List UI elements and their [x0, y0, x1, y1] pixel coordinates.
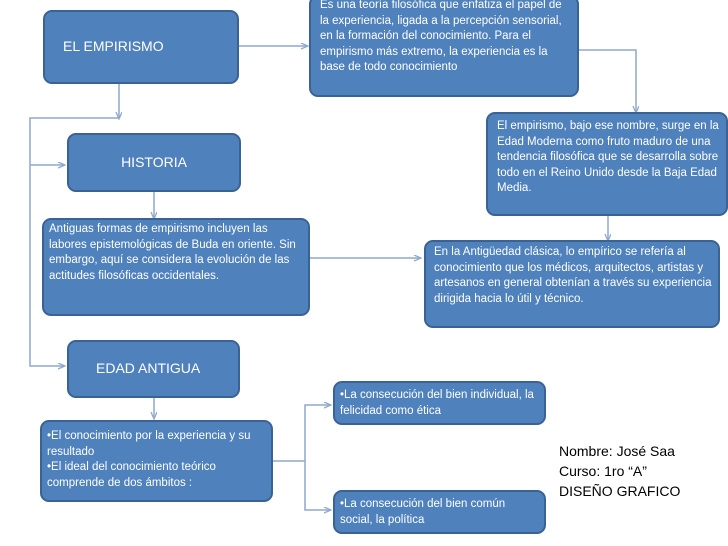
conocimiento-item-1: •El conocimiento por la experiencia y su…	[47, 430, 251, 458]
bien-individual-box: •La consecución del bien individual, la …	[333, 381, 546, 425]
connector-trunk	[29, 117, 119, 366]
signature-name: Nombre: José Saa	[559, 443, 675, 459]
connector-teoria-moderna	[578, 49, 636, 112]
antiguas-box: Antiguas formas de empirismo incluyen la…	[42, 218, 310, 316]
antiguas-text: Antiguas formas de empirismo incluyen la…	[49, 223, 296, 282]
signature-course: Curso: 1ro “A”	[559, 463, 647, 479]
teoria-box: Es una teoría filosófica que enfatiza el…	[309, 0, 579, 97]
edad-antigua-box: EDAD ANTIGUA	[67, 340, 240, 398]
moderna-text: El empirismo, bajo ese nombre, surge en …	[497, 120, 719, 194]
moderna-box: El empirismo, bajo ese nombre, surge en …	[486, 112, 728, 216]
clasica-box: En la Antigüedad clásica, lo empírico se…	[424, 240, 720, 328]
bien-comun-box: •La consecución del bien común social, l…	[333, 490, 546, 534]
conocimiento-item-2: •El ideal del conocimiento teórico compr…	[47, 461, 216, 489]
empirismo-box: EL EMPIRISMO	[43, 10, 239, 84]
signature-subject: DISEÑO GRAFICO	[559, 483, 681, 499]
historia-box: HISTORIA	[67, 133, 241, 192]
bien-individual-text: •La consecución del bien individual, la …	[340, 389, 534, 417]
bien-comun-text: •La consecución del bien común social, l…	[340, 498, 506, 526]
connector-branch-down	[304, 461, 330, 510]
clasica-text: En la Antigüedad clásica, lo empírico se…	[434, 246, 712, 305]
historia-title: HISTORIA	[121, 153, 187, 170]
empirismo-title: EL EMPIRISMO	[63, 38, 164, 55]
connector-branch-up	[304, 405, 330, 461]
conocimiento-box: •El conocimiento por la experiencia y su…	[40, 420, 273, 502]
teoria-text: Es una teoría filosófica que enfatiza el…	[320, 0, 562, 73]
edad-antigua-title: EDAD ANTIGUA	[96, 360, 201, 377]
signature-block: Nombre: José Saa Curso: 1ro “A” DISEÑO G…	[559, 441, 680, 501]
